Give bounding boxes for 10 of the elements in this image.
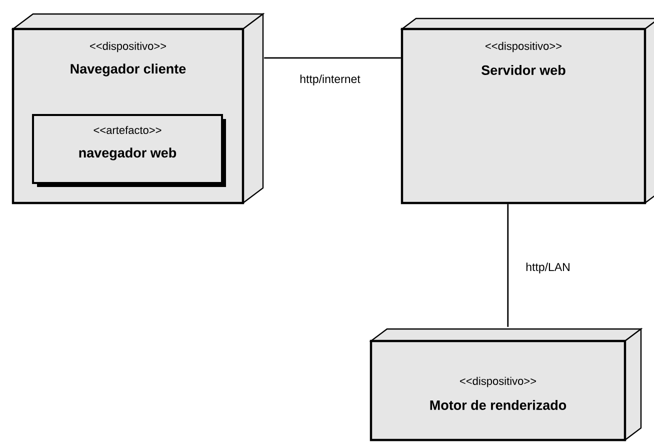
connector-line xyxy=(264,57,401,59)
edge-label: http/internet xyxy=(298,74,362,86)
node-name: Motor de renderizado xyxy=(430,400,566,410)
stereotype-label: <<dispositivo>> xyxy=(460,376,536,388)
stereotype-label: <<dispositivo>> xyxy=(90,42,166,52)
connector-line xyxy=(507,204,509,327)
node-name: Navegador cliente xyxy=(70,64,186,76)
stereotype-label: <<dispositivo>> xyxy=(486,42,562,52)
edge-label: http/LAN xyxy=(524,262,572,274)
node-name: Servidor web xyxy=(482,65,566,75)
